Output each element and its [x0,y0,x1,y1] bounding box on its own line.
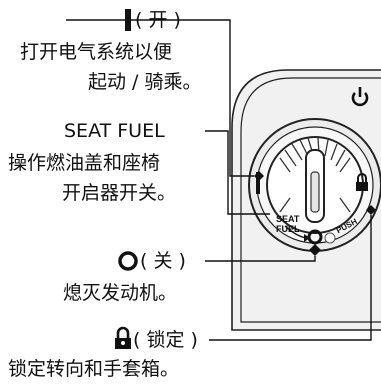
off-position-symbol [307,229,323,245]
rotation-arrowhead [304,234,310,242]
on-label: 开 [148,9,168,31]
seat-fuel-description-line-1: 操作燃油盖和座椅 [8,152,161,174]
on-description-line-1: 打开电气系统以便 [20,41,173,63]
on-paren-close: ) [167,9,181,31]
on-diamond-marker [254,171,264,181]
switch-seat-text: SEAT [276,214,300,224]
on-description-line-2: 起动 / 骑乘。 [88,71,202,93]
power-icon [351,87,369,107]
on-paren-open: ( [135,9,149,31]
seat-fuel-leader-line [205,130,270,215]
on-heading: ( 开 ) [135,8,181,32]
off-leader-line [205,256,316,262]
key-slot-inner [310,171,320,213]
off-ring-icon [118,251,138,271]
knob-grip-ridges [279,137,351,213]
lock-paren-open: ( [133,329,147,351]
lock-description: 锁定转向和手套箱。 [8,358,180,380]
off-description: 熄灭发动机。 [63,282,178,304]
off-paren-open: ( [140,250,154,272]
off-paren-close: ) [172,250,186,272]
off-label: 关 [153,250,173,272]
lock-padlock-icon [115,326,131,349]
on-bar-icon [125,9,131,31]
off-heading: ( 关 ) [140,249,186,273]
off-diamond-marker [309,244,321,256]
lock-leader-line [209,215,372,341]
seat-fuel-heading: SEAT FUEL [64,120,165,142]
switch-lock-icon [356,173,368,191]
on-leader-line [66,19,254,177]
indicator-dot [324,232,336,244]
lock-label: 锁定 [146,329,185,351]
lock-heading: ( 锁定 ) [133,328,198,352]
panel-inner-edge [240,77,381,323]
seat-fuel-description-line-2: 开启器开关。 [62,182,177,204]
lock-paren-close: ) [184,329,198,351]
lock-diamond-marker [366,205,376,215]
